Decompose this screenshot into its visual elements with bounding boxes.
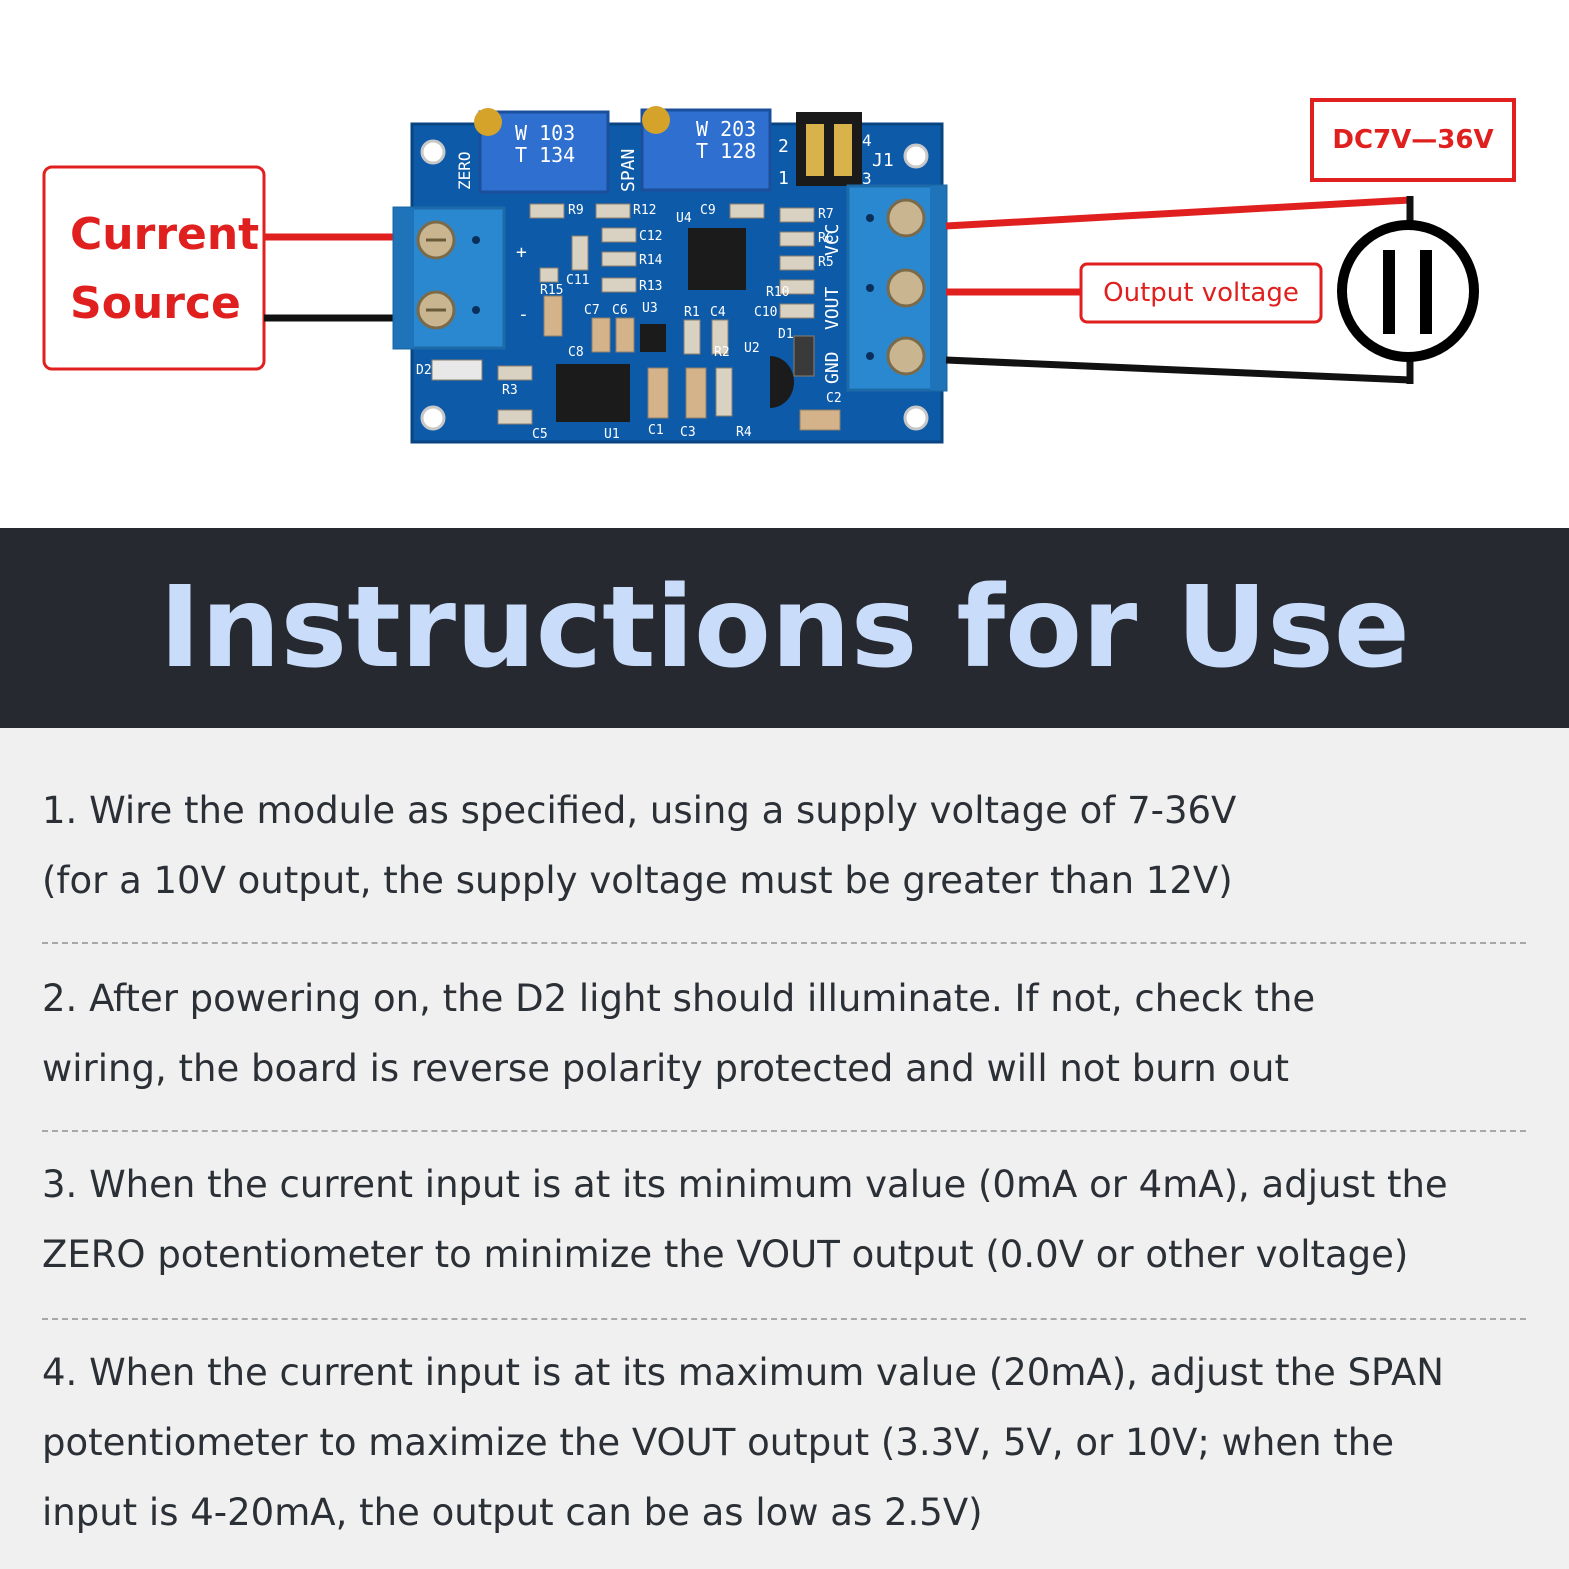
divider bbox=[42, 942, 1526, 944]
gnd-label: GND bbox=[822, 351, 843, 384]
instruction-step-1: 1. Wire the module as specified, using a… bbox=[42, 776, 1522, 916]
step-4-line-1: 4. When the current input is at its maxi… bbox=[42, 1351, 1444, 1394]
designator-c1: C1 bbox=[648, 423, 664, 438]
designator-r14: R14 bbox=[639, 253, 663, 268]
output-label: Output voltage bbox=[1103, 278, 1299, 308]
wiring-diagram: Current Source W 103 T 134 W 20 bbox=[42, 98, 1516, 444]
supply-label: DC7V—36V bbox=[1332, 125, 1493, 155]
output-terminal-block bbox=[846, 184, 948, 392]
input-minus-label: - bbox=[518, 304, 529, 325]
designator-r9: R9 bbox=[568, 203, 584, 218]
step-4-line-2: potentiometer to maximize the VOUT outpu… bbox=[42, 1421, 1395, 1464]
designator-c9: C9 bbox=[700, 203, 716, 218]
designator-c8: C8 bbox=[568, 345, 584, 360]
designator-r12: R12 bbox=[633, 203, 656, 218]
step-2-line-1: 2. After powering on, the D2 light shoul… bbox=[42, 977, 1316, 1020]
designator-c3: C3 bbox=[680, 425, 696, 440]
zero-pot-marking-2: T 134 bbox=[515, 143, 575, 167]
designator-c2: C2 bbox=[826, 391, 842, 406]
jumper-pin-2: 2 bbox=[778, 136, 789, 157]
designator-c11: C11 bbox=[566, 273, 589, 288]
zero-pot-marking-1: W 103 bbox=[515, 121, 575, 145]
jumper-label: J1 bbox=[872, 150, 894, 171]
jumper-j1: J1 2 1 4 3 bbox=[778, 112, 894, 189]
designator-u1: U1 bbox=[604, 427, 620, 442]
designator-r4: R4 bbox=[736, 425, 752, 440]
step-3-line-1: 3. When the current input is at its mini… bbox=[42, 1163, 1448, 1206]
input-plus-label: + bbox=[516, 242, 527, 263]
designator-r1: R1 bbox=[684, 305, 700, 320]
dc-supply-symbol bbox=[1337, 196, 1479, 384]
instruction-step-3: 3. When the current input is at its mini… bbox=[42, 1150, 1522, 1290]
ic-u1 bbox=[556, 364, 630, 422]
designator-c7: C7 bbox=[584, 303, 600, 318]
designator-r2: R2 bbox=[714, 345, 730, 360]
jumper-pin-4: 4 bbox=[862, 131, 872, 150]
wiring-diagram-panel: Current Source W 103 T 134 W 20 bbox=[0, 0, 1569, 528]
current-source-label-line2: Source bbox=[70, 278, 241, 329]
ic-u4 bbox=[688, 228, 746, 290]
designator-u4: U4 bbox=[676, 211, 692, 226]
span-potentiometer: W 203 T 128 bbox=[640, 106, 772, 192]
step-1-line-2: (for a 10V output, the supply voltage mu… bbox=[42, 859, 1233, 902]
span-label: SPAN bbox=[618, 149, 639, 192]
designator-u3: U3 bbox=[642, 301, 658, 316]
vout-label: VOUT bbox=[822, 286, 843, 330]
current-source-box bbox=[42, 165, 266, 371]
step-2-line-2: wiring, the board is reverse polarity pr… bbox=[42, 1047, 1290, 1090]
span-pot-marking-1: W 203 bbox=[696, 117, 756, 141]
input-terminal-block bbox=[392, 206, 506, 350]
span-pot-marking-2: T 128 bbox=[696, 139, 756, 163]
output-label-box bbox=[1079, 262, 1323, 324]
jumper-pin-3: 3 bbox=[862, 169, 872, 188]
designator-c4: C4 bbox=[710, 305, 726, 320]
designator-r6: R6 bbox=[818, 231, 834, 246]
zero-label: ZERO bbox=[455, 151, 474, 190]
designator-u2: U2 bbox=[744, 341, 760, 356]
transistor-u2 bbox=[770, 356, 794, 408]
divider bbox=[42, 1130, 1526, 1132]
divider bbox=[42, 1318, 1526, 1320]
jumper-pin-1: 1 bbox=[778, 168, 789, 189]
instruction-step-2: 2. After powering on, the D2 light shoul… bbox=[42, 964, 1522, 1104]
designator-d1: D1 bbox=[778, 327, 794, 342]
step-1-line-1: 1. Wire the module as specified, using a… bbox=[42, 789, 1237, 832]
supply-label-box bbox=[1310, 98, 1516, 182]
designator-r3: R3 bbox=[502, 383, 518, 398]
passive-components bbox=[431, 203, 841, 431]
current-source-label-line1: Current bbox=[70, 209, 259, 260]
designator-r15: R15 bbox=[540, 283, 563, 298]
designator-c6: C6 bbox=[612, 303, 628, 318]
ic-u3 bbox=[640, 324, 666, 352]
designator-d2: D2 bbox=[416, 363, 432, 378]
page-title: Instructions for Use bbox=[159, 563, 1410, 693]
step-3-line-2: ZERO potentiometer to minimize the VOUT … bbox=[42, 1233, 1409, 1276]
designator-c10: C10 bbox=[754, 305, 777, 320]
designator-r10: R10 bbox=[766, 285, 789, 300]
designator-r5: R5 bbox=[818, 255, 834, 270]
designator-c12: C12 bbox=[639, 229, 662, 244]
vcc-label: VCC bbox=[822, 223, 843, 256]
title-band: Instructions for Use bbox=[0, 528, 1569, 728]
designator-r13: R13 bbox=[639, 279, 662, 294]
ground-wire bbox=[945, 356, 1411, 384]
designator-r7: R7 bbox=[818, 207, 834, 222]
instructions-list: 1. Wire the module as specified, using a… bbox=[0, 728, 1569, 1569]
step-4-line-3: input is 4-20mA, the output can be as lo… bbox=[42, 1491, 983, 1534]
designator-c5: C5 bbox=[532, 427, 548, 442]
converter-board: W 103 T 134 W 203 T 128 ZERO SPAN J1 2 1… bbox=[392, 106, 948, 444]
instruction-step-4: 4. When the current input is at its maxi… bbox=[42, 1338, 1522, 1548]
zero-potentiometer: W 103 T 134 bbox=[474, 108, 610, 194]
supply-wire-positive bbox=[945, 196, 1411, 230]
